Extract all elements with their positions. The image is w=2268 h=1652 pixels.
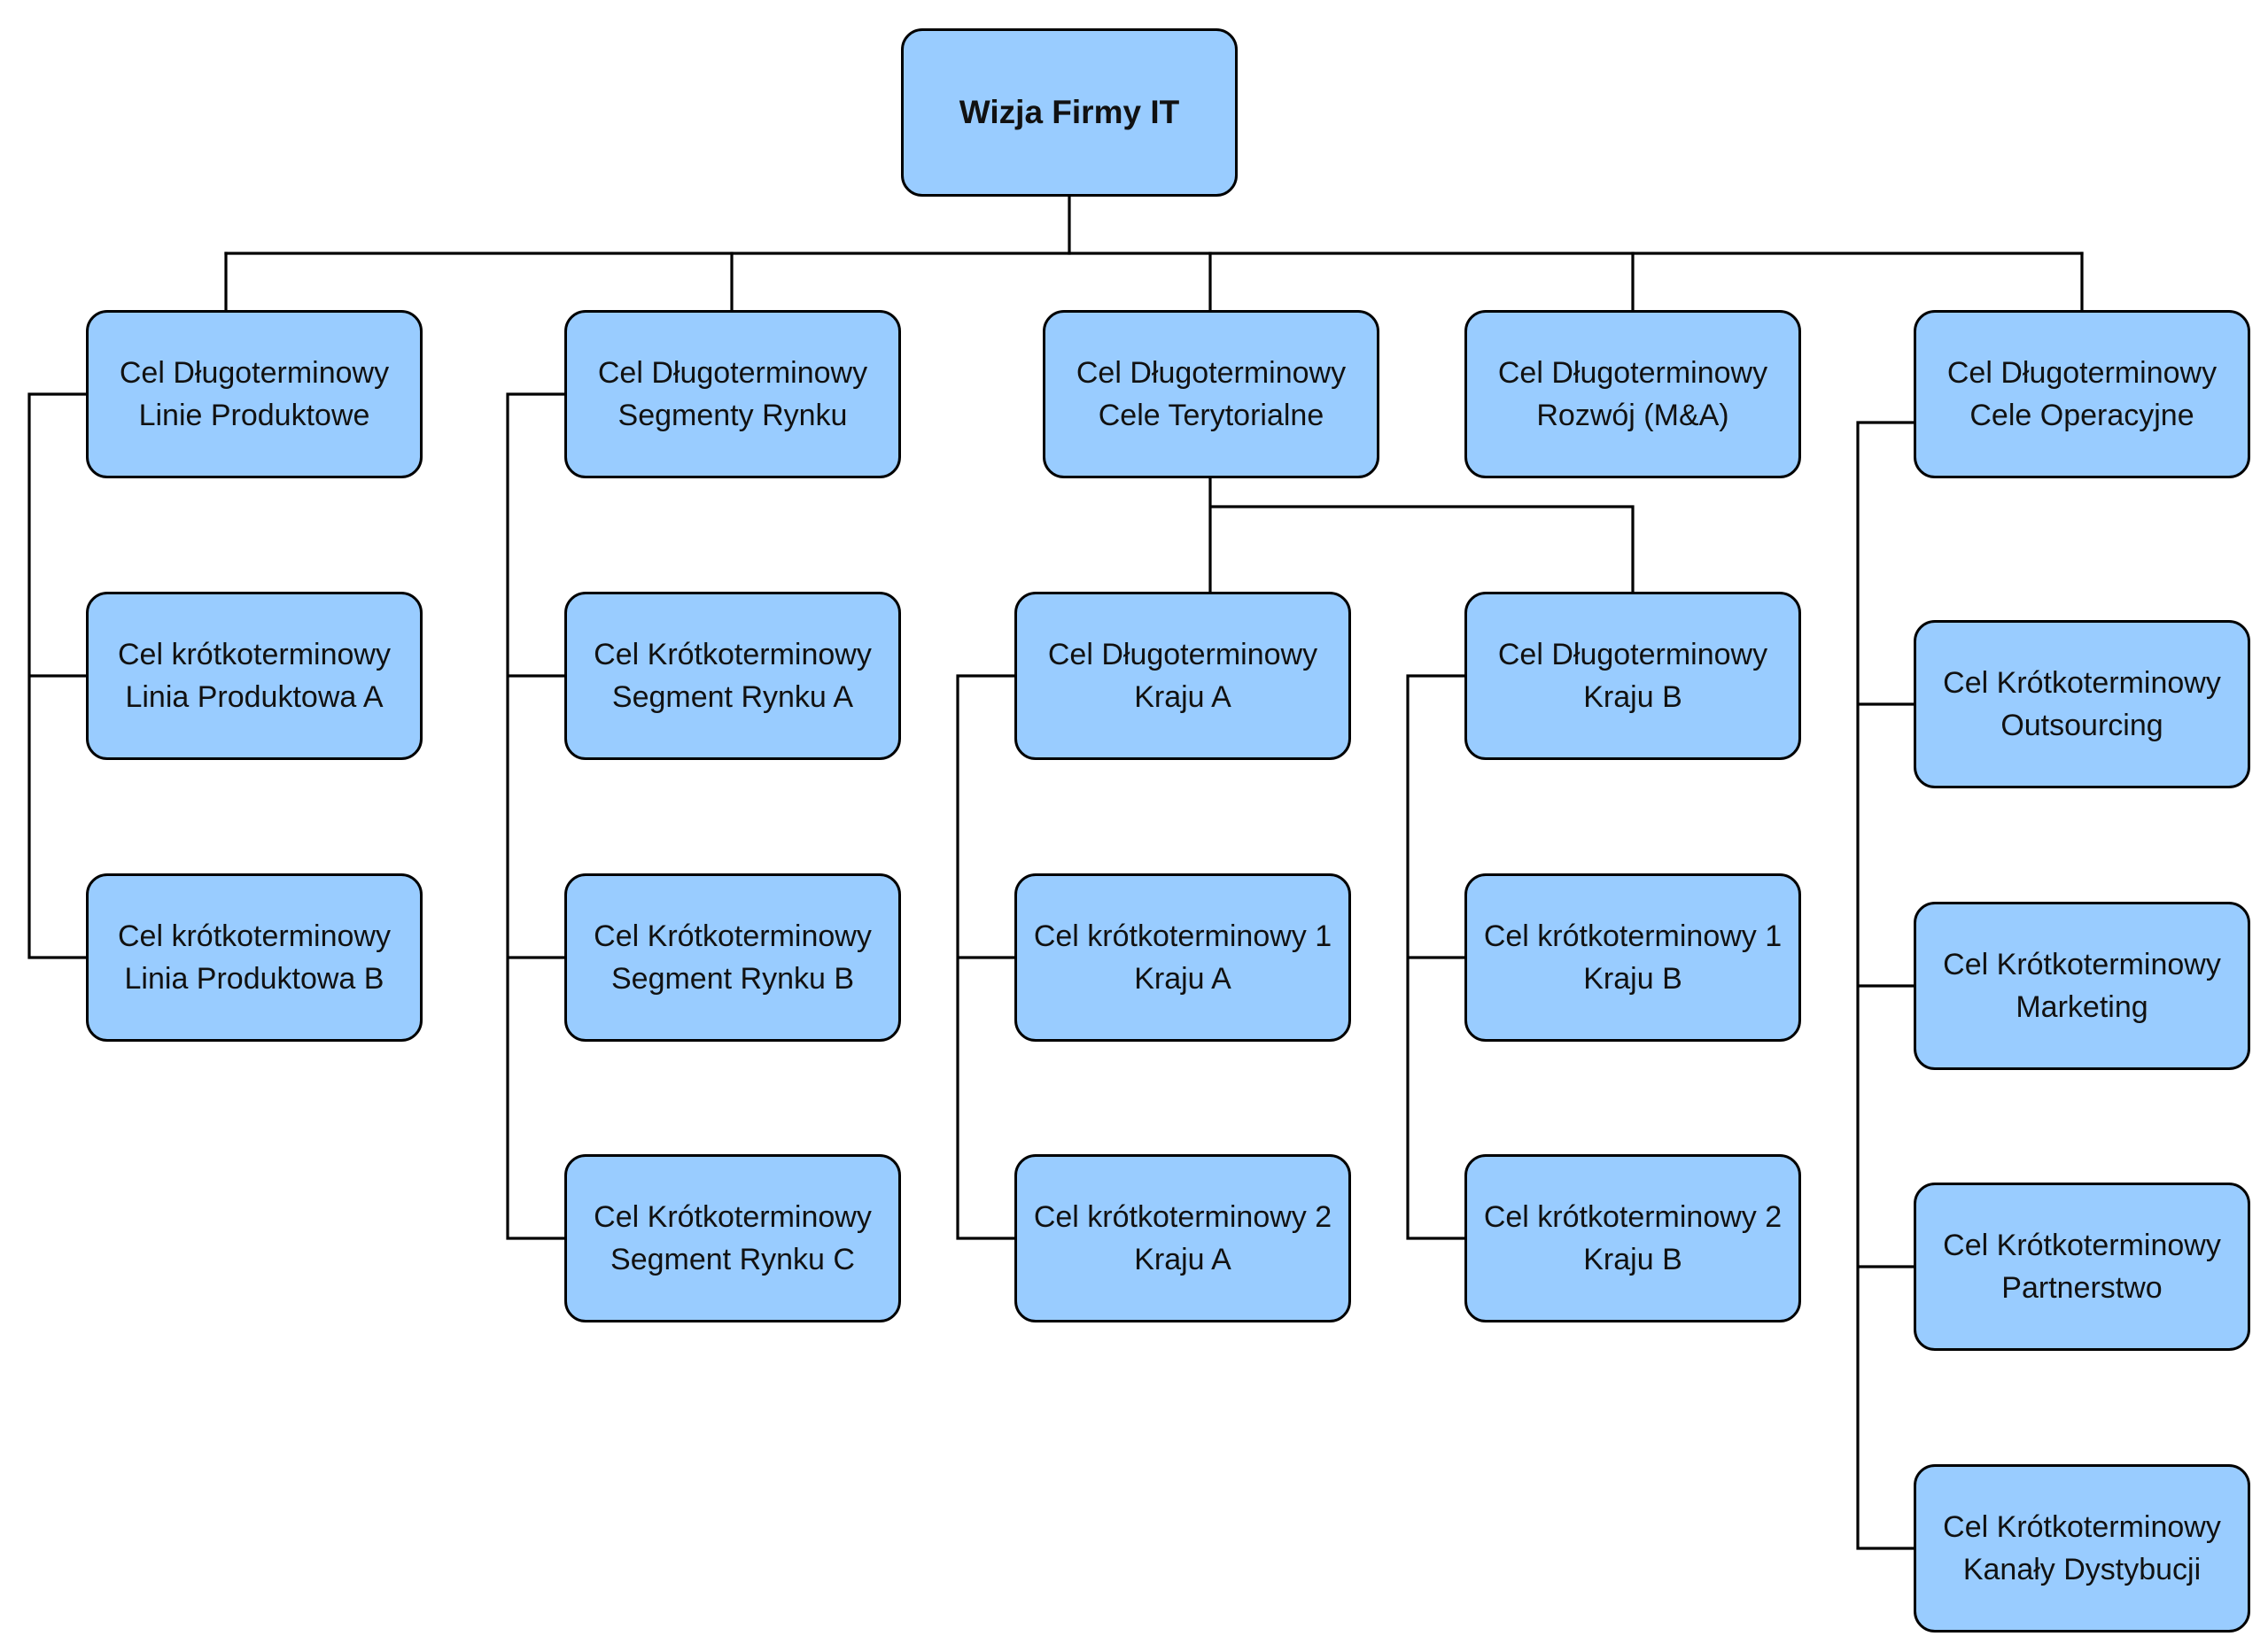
connector-produkty-branch <box>27 392 88 959</box>
node-line-2: Outsourcing <box>2000 709 2163 742</box>
root-title: Wizja Firmy IT <box>959 94 1180 130</box>
node-line-2: Cele Operacyjne <box>1969 399 2194 432</box>
node-st-segment-a: Cel Krótkoterminowy Segment Rynku A <box>564 592 901 760</box>
node-lt-kraj-a: Cel Długoterminowy Kraju A <box>1014 592 1351 760</box>
node-line-2: Cele Terytorialne <box>1098 399 1324 432</box>
node-line-1: Cel krótkoterminowy 1 <box>1033 919 1332 953</box>
node-st-kanaly: Cel Krótkoterminowy Kanały Dystybucji <box>1914 1464 2250 1633</box>
node-line-2: Partnerstwo <box>2001 1271 2163 1305</box>
node-line-1: Cel Krótkoterminowy <box>1943 666 2221 700</box>
node-st-segment-c: Cel Krótkoterminowy Segment Rynku C <box>564 1154 901 1322</box>
node-line-2: Rozwój (M&A) <box>1536 399 1729 432</box>
node-line-2: Kraju A <box>1134 680 1231 714</box>
node-line-1: Cel Krótkoterminowy <box>1943 948 2221 981</box>
node-st-kraj-b-2: Cel krótkoterminowy 2 Kraju B <box>1464 1154 1801 1322</box>
node-lt-produkty: Cel Długoterminowy Linie Produktowe <box>86 310 423 478</box>
node-line-1: Cel Krótkoterminowy <box>1943 1229 2221 1262</box>
node-line-1: Cel Krótkoterminowy <box>594 919 872 953</box>
node-line-2: Segment Rynku A <box>611 680 854 714</box>
node-line-1: Cel Długoterminowy <box>1076 356 1347 390</box>
node-lt-terytorialne: Cel Długoterminowy Cele Terytorialne <box>1043 310 1379 478</box>
node-lt-rozwoj: Cel Długoterminowy Rozwój (M&A) <box>1464 310 1801 478</box>
node-st-kraj-a-2: Cel krótkoterminowy 2 Kraju A <box>1014 1154 1351 1322</box>
node-line-1: Cel Krótkoterminowy <box>1943 1510 2221 1544</box>
node-line-1: Cel Długoterminowy <box>1497 356 1768 390</box>
connector-terytorialne-split <box>1208 477 1635 593</box>
node-line-1: Cel krótkoterminowy 1 <box>1483 919 1783 953</box>
node-st-produkt-a: Cel krótkoterminowy Linia Produktowa A <box>86 592 423 760</box>
connector-kraj-a-branch <box>956 674 1016 1240</box>
node-line-2: Kraju B <box>1583 1243 1682 1276</box>
node-line-2: Kraju B <box>1583 680 1682 714</box>
node-line-2: Segment Rynku C <box>610 1243 855 1276</box>
node-st-partnerstwo: Cel Krótkoterminowy Partnerstwo <box>1914 1183 2250 1351</box>
node-line-2: Kraju B <box>1583 962 1682 996</box>
connector-operacyjne-branch <box>1856 421 1915 1550</box>
node-line-1: Cel Długoterminowy <box>1047 638 1318 671</box>
node-st-kraj-a-1: Cel krótkoterminowy 1 Kraju A <box>1014 873 1351 1042</box>
node-line-1: Cel Krótkoterminowy <box>594 1200 872 1234</box>
node-root-vision: Wizja Firmy IT <box>901 28 1238 197</box>
node-line-1: Cel krótkoterminowy <box>118 638 391 671</box>
node-line-1: Cel Długoterminowy <box>1497 638 1768 671</box>
node-line-2: Linie Produktowe <box>138 399 370 432</box>
node-line-2: Linia Produktowa A <box>125 680 384 714</box>
node-lt-operacyjne: Cel Długoterminowy Cele Operacyjne <box>1914 310 2250 478</box>
node-line-1: Cel Długoterminowy <box>597 356 868 390</box>
node-st-segment-b: Cel Krótkoterminowy Segment Rynku B <box>564 873 901 1042</box>
node-st-produkt-b: Cel krótkoterminowy Linia Produktowa B <box>86 873 423 1042</box>
node-st-kraj-b-1: Cel krótkoterminowy 1 Kraju B <box>1464 873 1801 1042</box>
node-line-2: Linia Produktowa B <box>124 962 384 996</box>
node-line-1: Cel Długoterminowy <box>1946 356 2218 390</box>
node-line-1: Cel krótkoterminowy 2 <box>1483 1200 1783 1234</box>
node-line-2: Kanały Dystybucji <box>1962 1553 2202 1586</box>
connector-kraj-b-branch <box>1406 674 1466 1240</box>
node-line-2: Segment Rynku B <box>610 962 855 996</box>
node-lt-kraj-b: Cel Długoterminowy Kraju B <box>1464 592 1801 760</box>
connector-segmenty-branch <box>506 392 566 1240</box>
node-line-1: Cel krótkoterminowy <box>118 919 391 953</box>
node-line-2: Kraju A <box>1134 962 1231 996</box>
node-lt-segmenty: Cel Długoterminowy Segmenty Rynku <box>564 310 901 478</box>
node-line-1: Cel Krótkoterminowy <box>594 638 872 671</box>
node-line-2: Marketing <box>2016 990 2148 1024</box>
node-line-1: Cel krótkoterminowy 2 <box>1033 1200 1332 1234</box>
node-st-outsourcing: Cel Krótkoterminowy Outsourcing <box>1914 620 2250 788</box>
node-line-2: Kraju A <box>1134 1243 1231 1276</box>
node-line-1: Cel Długoterminowy <box>119 356 390 390</box>
node-line-2: Segmenty Rynku <box>617 399 848 432</box>
node-st-marketing: Cel Krótkoterminowy Marketing <box>1914 902 2250 1070</box>
